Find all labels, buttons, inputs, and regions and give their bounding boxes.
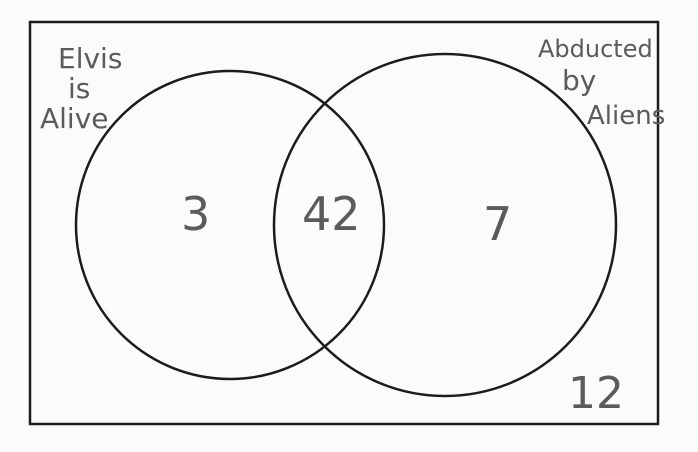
label-b-line-3: Aliens xyxy=(587,101,665,131)
label-b-line-1: Abducted xyxy=(538,35,653,63)
count-both: 42 xyxy=(302,187,361,241)
circle-abducted-by-aliens xyxy=(272,52,618,398)
universe-rectangle xyxy=(28,20,660,426)
label-a-line-2: is xyxy=(68,72,90,105)
label-a-line-3: Alive xyxy=(40,102,109,135)
count-only-aliens: 7 xyxy=(483,197,512,251)
label-b-line-2: by xyxy=(562,64,596,97)
count-neither: 12 xyxy=(568,368,624,419)
circle-elvis-is-alive xyxy=(74,69,386,381)
count-only-elvis: 3 xyxy=(181,187,210,241)
label-a-line-1: Elvis xyxy=(58,42,122,75)
